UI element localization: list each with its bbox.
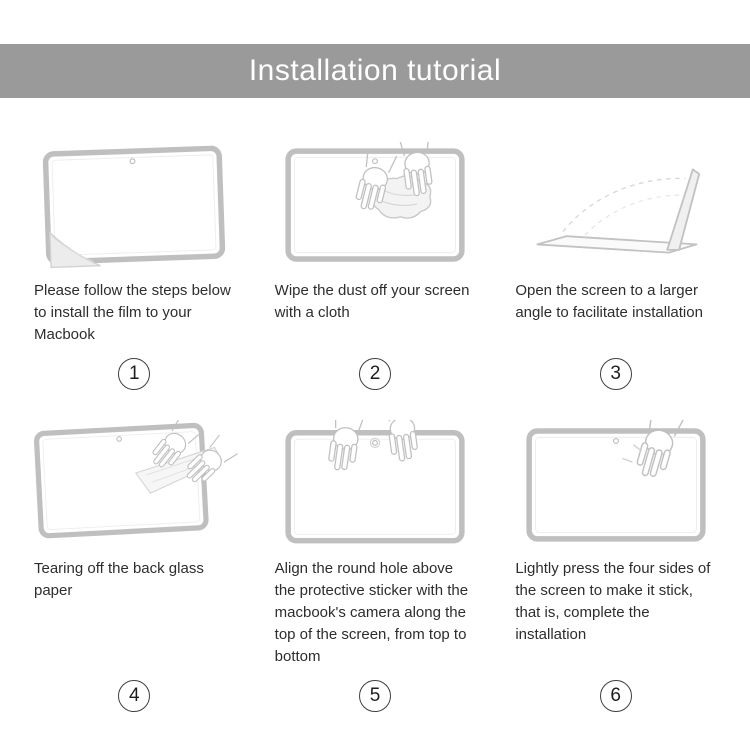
step-5-figure [255, 420, 496, 548]
page-title: Installation tutorial [248, 54, 502, 87]
tutorial-step-4: Tearing off the back glass paper 4 [14, 420, 255, 712]
step-1-figure [14, 142, 255, 270]
step-2-figure [255, 142, 496, 270]
wipe-screen-with-cloth-illustration [269, 142, 481, 270]
macbook-film-peel-illustration [28, 142, 240, 269]
step-3-caption: Open the screen to a larger angle to fac… [515, 282, 703, 321]
step-6-number: 6 [610, 685, 621, 706]
step-1-number-badge: 1 [118, 358, 151, 390]
step-5-caption: Align the round hole above the protectiv… [274, 560, 469, 665]
step-4-figure [14, 420, 255, 548]
step-5-number-badge: 5 [358, 680, 391, 712]
step-2-caption: Wipe the dust off your screen with a clo… [274, 282, 470, 321]
step-6-caption: Lightly press the four sides of the scre… [515, 560, 711, 643]
tutorial-step-1: Please follow the steps below to install… [14, 142, 255, 390]
step-4-number: 4 [129, 685, 140, 706]
tear-back-paper-illustration [28, 420, 239, 548]
tutorial-step-5: Align the round hole above the protectiv… [255, 420, 496, 712]
step-3-number-badge: 3 [599, 358, 632, 390]
press-screen-edges-illustration [510, 420, 722, 548]
step-4-caption: Tearing off the back glass paper [34, 560, 204, 599]
step-3-number: 3 [610, 363, 621, 384]
step-6-figure [495, 420, 736, 548]
step-1-number: 1 [129, 363, 140, 384]
step-2-number-badge: 2 [358, 358, 391, 390]
tutorial-step-3: Open the screen to a larger angle to fac… [495, 142, 736, 390]
tutorial-step-6: Lightly press the four sides of the scre… [495, 420, 736, 712]
tutorial-header-banner: Installation tutorial [0, 44, 750, 98]
step-2-number: 2 [369, 363, 381, 384]
step-3-figure [495, 142, 736, 270]
align-film-with-camera-illustration [269, 420, 481, 548]
tutorial-step-2: Wipe the dust off your screen with a clo… [255, 142, 496, 390]
step-1-caption: Please follow the steps below to install… [34, 282, 231, 343]
steps-grid: Please follow the steps below to install… [0, 98, 750, 712]
open-laptop-angle-illustration [536, 168, 700, 254]
step-4-number-badge: 4 [118, 680, 151, 712]
step-5-number: 5 [369, 685, 381, 706]
step-6-number-badge: 6 [599, 680, 632, 712]
